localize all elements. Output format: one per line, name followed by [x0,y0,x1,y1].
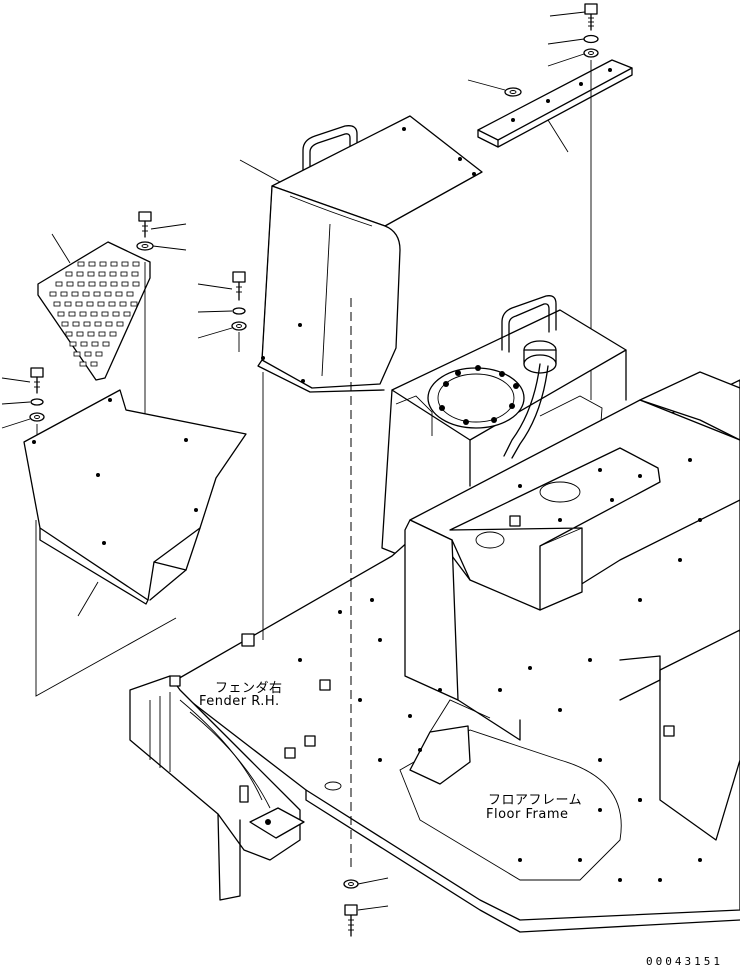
floor-fittings [241,515,675,759]
fender-rh [129,675,305,901]
left-plate [23,389,247,697]
tank [381,295,627,557]
cover-bolts [197,271,247,352]
step-grating [37,233,151,381]
fender-label-en: Fender R.H. [199,694,280,709]
floor-frame [175,298,740,933]
center-cover [239,115,483,393]
floor-frame-label-jp: フロアフレーム [488,793,583,808]
bottom-bolt [343,877,389,937]
fender-label-jp: フェンダ右 [215,681,283,696]
grating-bolts [136,211,187,438]
top-bracket-assembly [467,3,633,400]
floor-frame-label-en: Floor Frame [486,807,569,822]
left-bolts [1,367,45,440]
drawing-code: 00043151 [646,955,723,968]
